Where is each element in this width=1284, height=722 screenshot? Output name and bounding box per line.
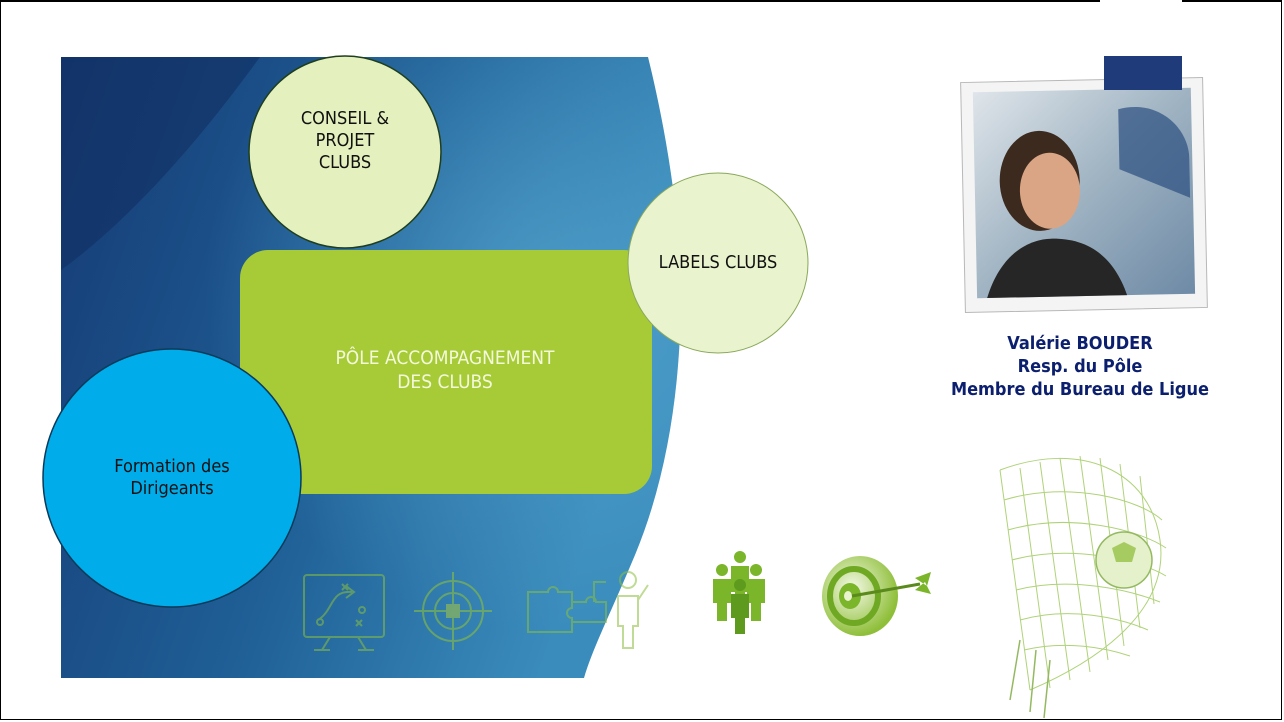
- strategy-board-icon: [303, 574, 385, 651]
- formation-dirigeants-label: Formation des Dirigeants: [114, 456, 230, 499]
- circle-conseil-projet: [248, 55, 442, 249]
- team-people-icon: [713, 551, 765, 634]
- frame-tab: [1100, 0, 1182, 6]
- dartboard-icon: [822, 556, 931, 636]
- portrait-photo: [960, 56, 1208, 314]
- puzzle-person-icon: [527, 571, 649, 649]
- circle-formation: [42, 348, 302, 608]
- person-role: Resp. du Pôle: [1017, 356, 1143, 377]
- soccer-goal-net-icon: [999, 455, 1167, 719]
- person-name: Valérie BOUDER: [1007, 333, 1153, 354]
- conseil-projet-label: CONSEIL & PROJET CLUBS: [300, 108, 390, 173]
- labels-clubs-label: LABELS CLUBS: [658, 252, 778, 273]
- person-caption: Valérie BOUDER Resp. du Pôle Membre du B…: [900, 332, 1260, 401]
- target-crosshair-icon: [414, 572, 492, 650]
- center-box: [240, 250, 652, 494]
- person-title: Membre du Bureau de Ligue: [950, 379, 1210, 400]
- pole-accompagnement-label: PÔLE ACCOMPAGNEMENT DES CLUBS: [335, 347, 555, 393]
- circle-labels: [627, 172, 809, 354]
